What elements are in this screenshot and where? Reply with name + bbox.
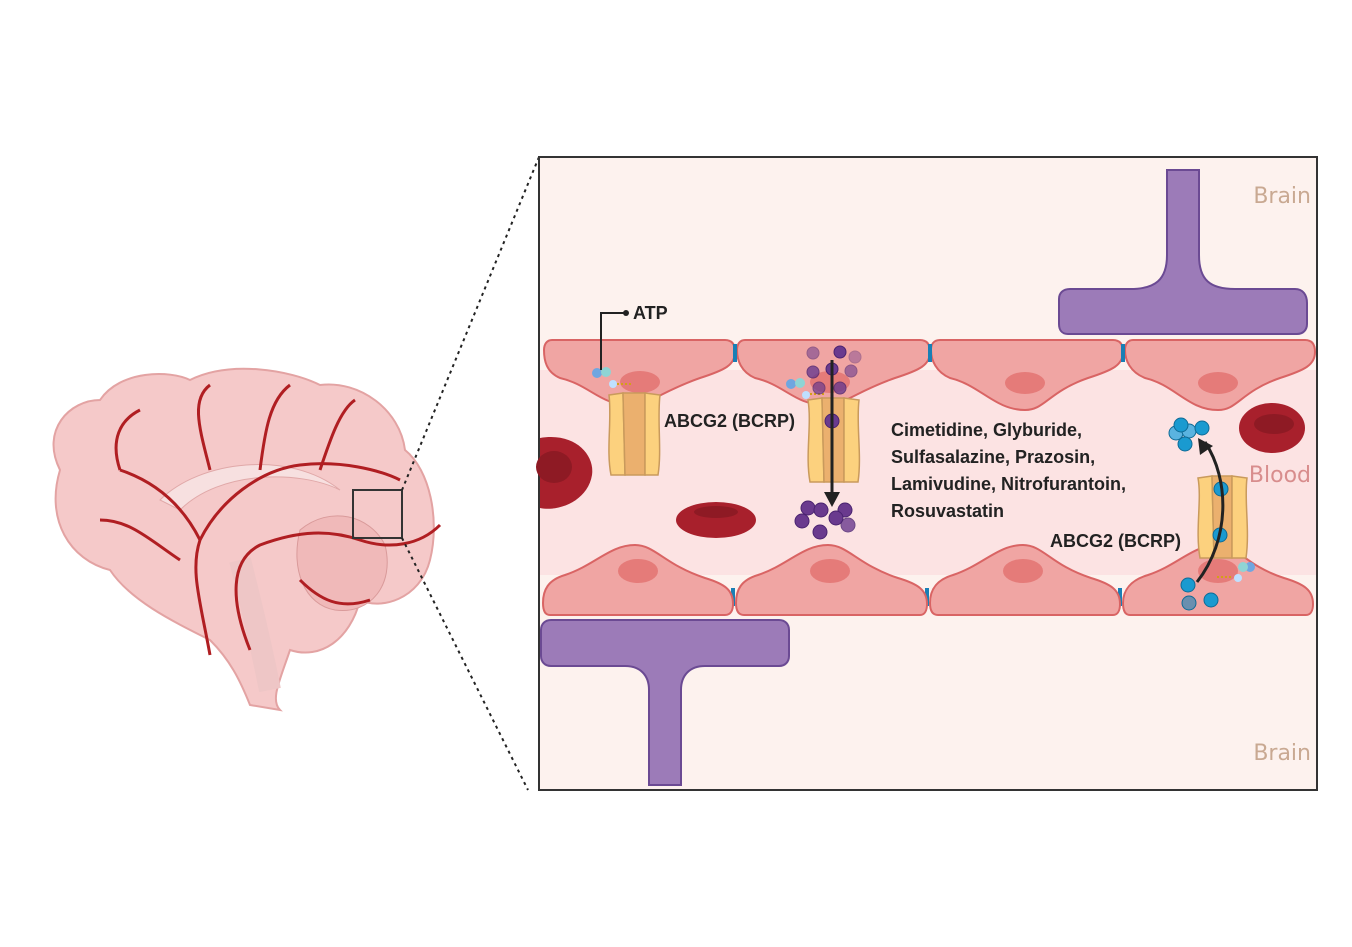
substrate-list: Cimetidine, Glyburide, Sulfasalazine, Pr… [891,420,1126,521]
brain-label-top: Brain [1253,184,1311,209]
brain-label-bottom: Brain [1253,741,1311,766]
atp-label: ATP [633,303,668,323]
blue-substrates [1168,417,1229,611]
abcg2-transporter-right [1197,475,1249,559]
nuclei-bottom [618,559,1238,583]
brain-illustration [52,367,442,712]
abcg2-transporter-left [608,392,661,476]
substrate-line: Sulfasalazine, Prazosin, [891,447,1095,467]
substrate-line: Rosuvastatin [891,501,1004,521]
red-blood-cells [536,403,1305,538]
abcg2-label-right: ABCG2 (BCRP) [1050,531,1181,551]
zoom-panel: ATP ABCG2 (BCRP) ABCG2 (BCRP) Cimetidine… [536,156,1318,791]
substrate-line: Cimetidine, Glyburide, [891,420,1082,440]
atp-pointer [600,312,626,370]
astrocyte-top [1058,169,1308,335]
substrate-line: Lamivudine, Nitrofurantoin, [891,474,1126,494]
blood-lumen [540,370,1316,575]
zoom-line-top [401,156,540,491]
purple-substrates [794,345,862,540]
astrocyte-bottom [540,619,790,786]
atp-molecule-right [1217,562,1255,582]
zoom-line-bottom [401,537,529,791]
abcg2-transporter-middle [807,397,861,483]
brain-arteries [99,383,442,656]
zoom-box [352,489,403,539]
atp-molecule-left [592,367,633,388]
blood-label: Blood [1249,463,1311,488]
efflux-arrow-curved [1195,441,1225,583]
abcg2-label-left: ABCG2 (BCRP) [664,411,795,431]
